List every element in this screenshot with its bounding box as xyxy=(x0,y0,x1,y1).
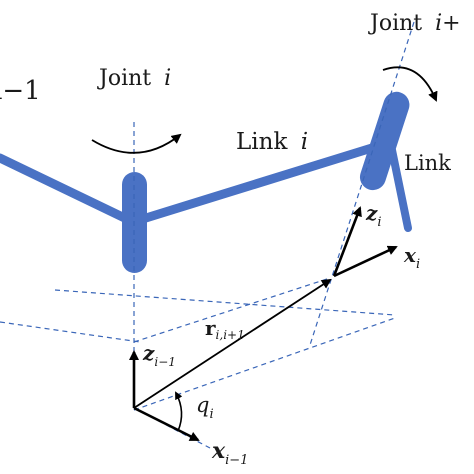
x-i-axis xyxy=(333,245,398,278)
link-next xyxy=(388,146,412,232)
joint-next-capsule xyxy=(359,91,410,191)
r-vector-label: ri,i+1 xyxy=(205,316,245,342)
joint-next-axis-dashed xyxy=(309,21,415,346)
x-i-label: xi xyxy=(403,243,420,272)
link-prev xyxy=(0,153,138,227)
r-vector xyxy=(133,278,332,409)
link-i-label: Link i xyxy=(236,129,308,155)
z-i-label: zi xyxy=(365,201,382,230)
q-label: qi xyxy=(196,393,214,422)
joint-prev-label: i−1 xyxy=(0,76,41,106)
plane-line-bottom xyxy=(0,321,141,343)
joint-i-label: Joint i xyxy=(97,66,171,91)
x-prev-axis xyxy=(133,406,200,442)
dashed-lines xyxy=(0,21,415,449)
q-angle-arc xyxy=(175,391,183,432)
z-i-axis xyxy=(332,206,362,277)
link-segments xyxy=(0,142,412,232)
rotation-arrow-joint-next xyxy=(382,66,438,102)
joint-next-label: Joint i+ xyxy=(368,11,461,36)
x-prev-label: xi−1 xyxy=(211,438,248,468)
link-next-label: Link xyxy=(404,151,451,175)
plane-line-left-diag xyxy=(133,277,331,343)
link-i xyxy=(128,142,380,227)
plane-line-top xyxy=(54,289,396,316)
z-prev-label: zi−1 xyxy=(142,341,176,369)
rotation-arrow-joint-i xyxy=(91,133,182,154)
